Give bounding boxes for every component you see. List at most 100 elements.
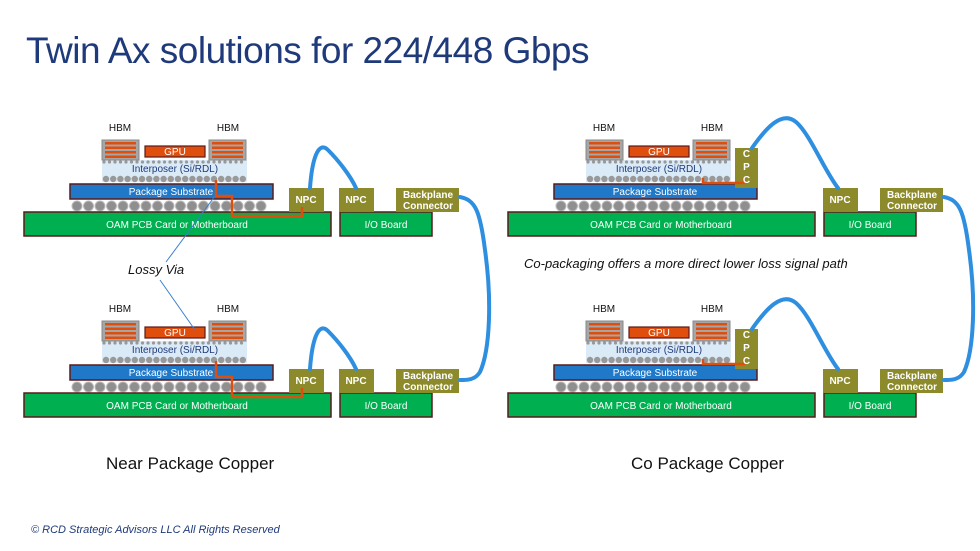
- micro-bump: [597, 160, 601, 164]
- hbm-layer: [696, 323, 727, 326]
- c4-bump: [160, 356, 167, 364]
- micro-bump: [586, 341, 590, 345]
- c4-bump: [131, 356, 138, 364]
- micro-bump: [217, 341, 222, 345]
- npc-connector: [289, 188, 324, 212]
- micro-bump: [646, 341, 651, 345]
- caption-co-package-copper: Co Package Copper: [631, 454, 785, 473]
- npc-label: NPC: [345, 195, 366, 206]
- hbm-layer: [696, 146, 727, 149]
- micro-bump: [184, 341, 189, 345]
- io-board-label: I/O Board: [365, 401, 408, 412]
- hbm-stack: [101, 320, 140, 342]
- hbm-label: HBM: [701, 123, 723, 134]
- backplane-label: Backplane: [887, 190, 937, 201]
- hbm-layer: [589, 332, 620, 335]
- bga-ball: [590, 200, 601, 212]
- bga-ball: [221, 200, 232, 212]
- micro-bump: [228, 341, 233, 345]
- c4-bump: [658, 175, 666, 183]
- bga-ball: [209, 381, 221, 393]
- c4-bump: [680, 356, 687, 364]
- bga-ball: [613, 200, 624, 212]
- bga-ball: [186, 200, 198, 212]
- bga-ball: [209, 200, 221, 212]
- package-substrate: [553, 364, 758, 381]
- hbm-stack: [101, 139, 140, 161]
- micro-bump: [635, 341, 640, 345]
- micro-bump: [701, 160, 706, 164]
- bga-ball: [71, 381, 83, 393]
- bga-ball: [647, 200, 659, 212]
- hbm-layer: [105, 336, 136, 339]
- signal-trace: [214, 180, 304, 218]
- interposer: [586, 160, 731, 182]
- micro-bump: [146, 341, 150, 345]
- gpu-die: [144, 326, 206, 339]
- micro-bump: [723, 160, 728, 164]
- bga-ball: [129, 200, 140, 212]
- micro-bump: [140, 341, 145, 345]
- bga-ball: [163, 200, 175, 212]
- interposer-label: Interposer (Si/RDL): [616, 345, 702, 356]
- bga-ball: [739, 381, 751, 393]
- bga-ball: [682, 381, 693, 393]
- c4-bump: [225, 356, 232, 364]
- c4-bump: [709, 356, 716, 364]
- bga-ball: [739, 200, 751, 212]
- bga-ball: [659, 200, 670, 212]
- hbm-layer: [696, 142, 727, 145]
- pcb-label: OAM PCB Card or Motherboard: [106, 401, 248, 412]
- micro-bump: [201, 341, 205, 345]
- bga-ball: [693, 200, 705, 212]
- micro-bump: [190, 341, 194, 345]
- copyright-footer: © RCD Strategic Advisors LLC All Rights …: [31, 524, 280, 536]
- hbm-layer: [696, 336, 727, 339]
- c4-bump: [153, 175, 160, 183]
- npc-connector: [823, 369, 858, 393]
- bga-ball: [140, 381, 152, 393]
- micro-bump: [646, 160, 651, 164]
- hbm-stack: [208, 139, 247, 161]
- micro-bump: [102, 160, 106, 164]
- c4-bump: [601, 175, 608, 183]
- micro-bump: [624, 341, 629, 345]
- bga-ball: [152, 381, 163, 393]
- lossy-via-label: Lossy Via: [128, 262, 185, 277]
- bga-ball: [728, 381, 739, 393]
- micro-bump: [113, 341, 117, 345]
- c4-bump: [131, 175, 138, 183]
- micro-bump: [619, 160, 623, 164]
- micro-bump: [151, 160, 156, 164]
- bga-ball: [613, 381, 624, 393]
- micro-bump: [195, 341, 200, 345]
- c4-bump: [637, 175, 644, 183]
- interposer: [102, 341, 247, 363]
- bga-ball: [601, 381, 613, 393]
- micro-bump: [641, 341, 645, 345]
- micro-bump: [723, 341, 728, 345]
- package-substrate-label: Package Substrate: [129, 368, 214, 379]
- c4-bump: [687, 356, 694, 364]
- backplane-cable: [942, 195, 976, 382]
- c4-bump: [687, 175, 694, 183]
- backplane-connector: [396, 369, 459, 393]
- micro-bump: [107, 160, 112, 164]
- c4-bump: [622, 356, 630, 364]
- gpu-label: GPU: [648, 147, 670, 158]
- micro-bump: [657, 160, 662, 164]
- micro-bump: [146, 160, 150, 164]
- hbm-layer: [212, 323, 243, 326]
- bga-ball: [232, 381, 244, 393]
- bga-ball: [255, 200, 267, 212]
- twinax-cable: [308, 145, 358, 190]
- micro-bump: [696, 160, 700, 164]
- backplane-label: Connector: [887, 201, 937, 212]
- micro-bump: [630, 160, 634, 164]
- c4-bump: [615, 356, 622, 364]
- bga-ball: [716, 381, 728, 393]
- micro-bump: [118, 341, 123, 345]
- bga-ball: [106, 200, 117, 212]
- c4-bump: [673, 356, 680, 364]
